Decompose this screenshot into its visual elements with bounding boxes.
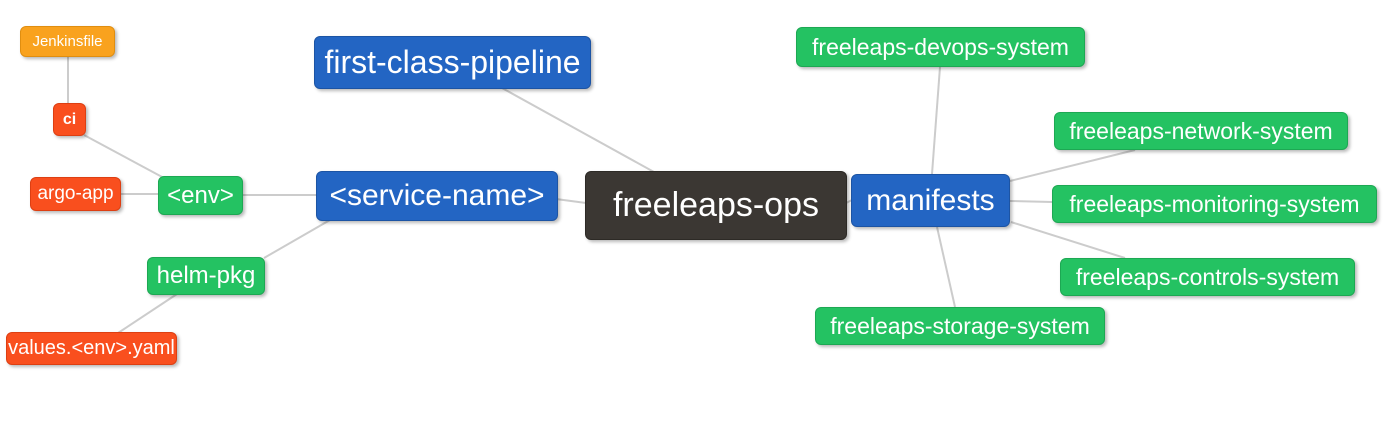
node-freeleaps-devops-system[interactable]: freeleaps-devops-system: [796, 27, 1085, 67]
node-jenkinsfile[interactable]: Jenkinsfile: [20, 26, 115, 57]
edge-pipeline-root: [501, 87, 655, 173]
node-argo-app[interactable]: argo-app: [30, 177, 121, 211]
edge-ci-env: [83, 134, 165, 179]
edge-manifests-controls: [1010, 221, 1126, 259]
node-freeleaps-monitoring-system[interactable]: freeleaps-monitoring-system: [1052, 185, 1377, 223]
node-ci[interactable]: ci: [53, 103, 86, 136]
edge-manifests-devops: [931, 66, 941, 175]
node-service-name[interactable]: <service-name>: [316, 171, 558, 221]
node-helm-pkg[interactable]: helm-pkg: [147, 257, 265, 295]
edge-servicename-helmpkg: [263, 219, 331, 259]
node-first-class-pipeline[interactable]: first-class-pipeline: [314, 36, 591, 89]
node-values-env-yaml[interactable]: values.<env>.yaml: [6, 332, 177, 365]
node-env[interactable]: <env>: [158, 176, 243, 215]
edge-helmpkg-values: [117, 293, 178, 334]
edge-manifests-monitoring: [1009, 200, 1053, 203]
node-freeleaps-controls-system[interactable]: freeleaps-controls-system: [1060, 258, 1355, 296]
edge-manifests-network: [1009, 149, 1136, 182]
node-freeleaps-ops-root[interactable]: freeleaps-ops: [585, 171, 847, 240]
node-freeleaps-network-system[interactable]: freeleaps-network-system: [1054, 112, 1348, 150]
edge-manifests-storage: [936, 226, 956, 308]
node-freeleaps-storage-system[interactable]: freeleaps-storage-system: [815, 307, 1105, 345]
edge-servicename-root: [555, 198, 587, 204]
node-manifests[interactable]: manifests: [851, 174, 1010, 227]
